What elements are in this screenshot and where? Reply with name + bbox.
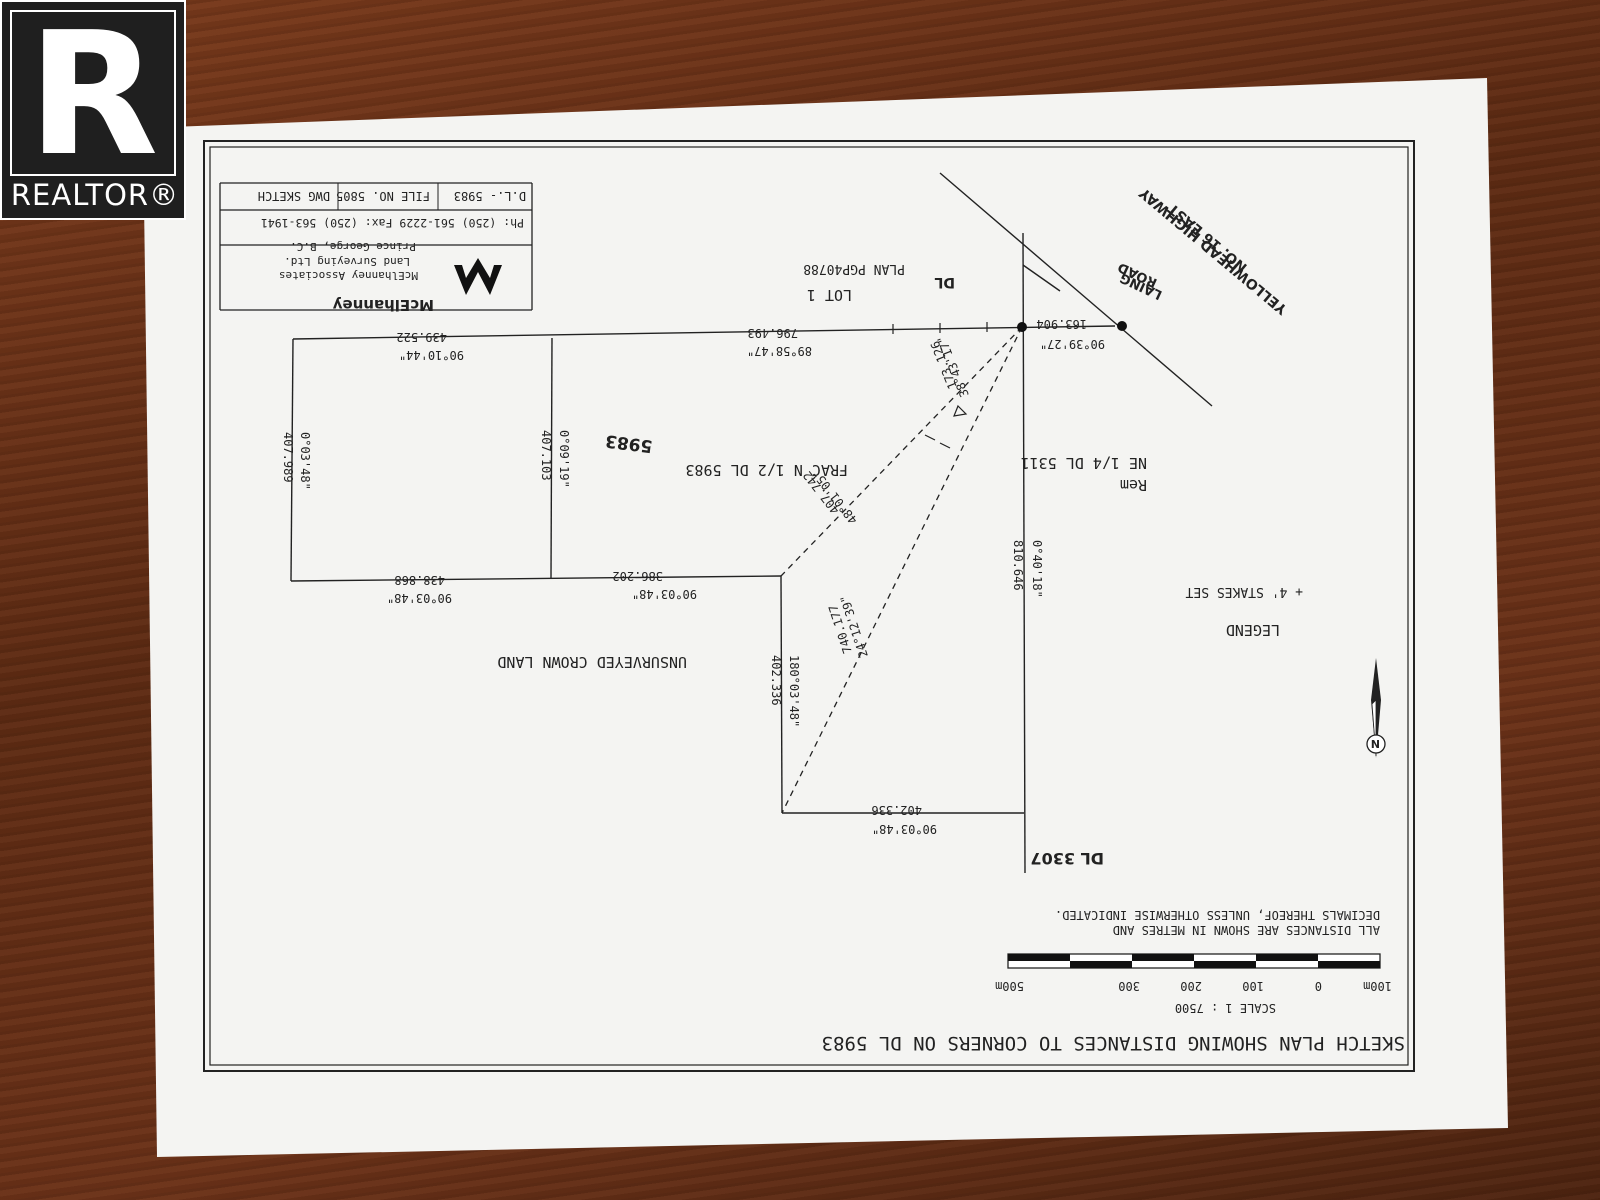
legend-item: + 4' STAKES SET — [1185, 584, 1303, 599]
legend-title: LEGEND — [1226, 621, 1280, 639]
dwg-sketch: DWG SKETCH — [258, 189, 330, 203]
scale-tick-200: 200 — [1180, 979, 1202, 993]
scale-tick-300: 300 — [1118, 979, 1140, 993]
label-dl3307: DL 3307 — [1030, 849, 1104, 868]
corner-monument-1 — [1017, 322, 1027, 332]
realtor-watermark-logo: R REALTOR® — [0, 0, 186, 220]
north-letter: N — [1371, 737, 1380, 750]
company-name: McElhanney — [332, 296, 434, 314]
plan-notes: ALL DISTANCES ARE SHOWN IN METRES AND DE… — [1055, 908, 1380, 937]
paper-sheet — [143, 78, 1508, 1157]
scale-tick-500m: 500m — [995, 979, 1024, 993]
ang-0-09-19: 0°09'19" — [557, 430, 571, 488]
ang-0-03-48: 0°03'48" — [298, 432, 312, 490]
dim-386-202: 386.202 — [612, 569, 663, 583]
label-frac: FRAC N 1/2 DL 5983 — [685, 461, 848, 479]
dim-163-904: 163.904 — [1036, 317, 1087, 331]
ang-90-39-27: 90°39'27" — [1040, 337, 1105, 351]
ang-90-03-48-c: 90°03'48" — [872, 822, 937, 836]
dim-796-493: 796.493 — [747, 326, 798, 340]
label-ne-quarter: NE 1/4 DL 5311 — [1021, 454, 1147, 472]
dim-438-868: 438.868 — [394, 573, 445, 587]
realtor-wordmark: REALTOR® — [10, 178, 180, 212]
dim-439-522: 439.522 — [396, 330, 447, 344]
ang-90-10-44: 90°10'44" — [399, 348, 464, 362]
scale-tick-0: 0 — [1315, 979, 1322, 993]
file-no: FILE NO. 5805 — [336, 189, 430, 203]
plan-border — [203, 140, 1415, 1072]
scale-bar: 100m 0 100 200 300 500m SCALE 1 : 7500 — [995, 953, 1392, 1015]
corner-monument-2 — [1117, 321, 1127, 331]
ang-180-03-48: 180°03'48" — [787, 655, 801, 727]
dimension-labels: 439.522 90°10'44" 796.493 89°58'47" 163.… — [281, 317, 1105, 836]
note-line-1: ALL DISTANCES ARE SHOWN IN METRES AND — [1113, 923, 1380, 937]
company-associates: McElhanney Associates — [279, 269, 418, 282]
phone-fax: Ph: (250) 561-2229 Fax: (250) 563-1941 — [261, 216, 524, 230]
dim-402-336-v: 402.336 — [769, 655, 783, 706]
dashed-survey-lines — [780, 326, 1023, 814]
scale-tick-100: 100 — [1242, 979, 1264, 993]
scale-label: SCALE 1 : 7500 — [1175, 1001, 1276, 1015]
realtor-r-letter: R — [27, 0, 159, 194]
ang-89-58-47: 89°58'47" — [747, 344, 812, 358]
mcelhanney-logo-icon — [454, 258, 502, 295]
plan-title: SKETCH PLAN SHOWING DISTANCES TO CORNERS… — [822, 1032, 1405, 1054]
label-crown-land: UNSURVEYED CROWN LAND — [497, 653, 687, 671]
dim-810-646: 810.646 — [1011, 540, 1025, 591]
legend: LEGEND + 4' STAKES SET — [1185, 584, 1303, 639]
ang-90-03-48-a: 90°03'48" — [387, 591, 452, 605]
label-lot1: LOT 1 — [807, 286, 852, 304]
parcel-lines — [290, 172, 1213, 874]
north-arrow-icon: N — [1366, 658, 1386, 758]
dim-402-336-h: 402.336 — [871, 803, 922, 817]
label-dl: DL — [934, 274, 955, 290]
label-plan: PLAN PGP40788 — [803, 261, 905, 276]
title-block: DWG SKETCH FILE NO. 5805 D.L.- 5983 Ph: … — [219, 182, 533, 314]
stake-markers — [892, 322, 988, 449]
company-surveying: Land Surveying Ltd. — [284, 255, 410, 268]
realtor-r-box: R — [10, 0, 176, 190]
label-rem: Rem — [1120, 476, 1147, 494]
ang-90-03-48-b: 90°03'48" — [632, 587, 697, 601]
dim-407-989: 407.989 — [281, 432, 295, 483]
company-city: Prince George, B.C. — [290, 240, 416, 253]
dim-407-103: 407.103 — [539, 430, 553, 481]
note-line-2: DECIMALS THEREOF, UNLESS OTHERWISE INDIC… — [1055, 908, 1380, 922]
ang-0-40-18: 0°40'18" — [1030, 540, 1044, 598]
scale-tick-100m: 100m — [1363, 979, 1392, 993]
dl-number: D.L.- 5983 — [454, 189, 526, 203]
